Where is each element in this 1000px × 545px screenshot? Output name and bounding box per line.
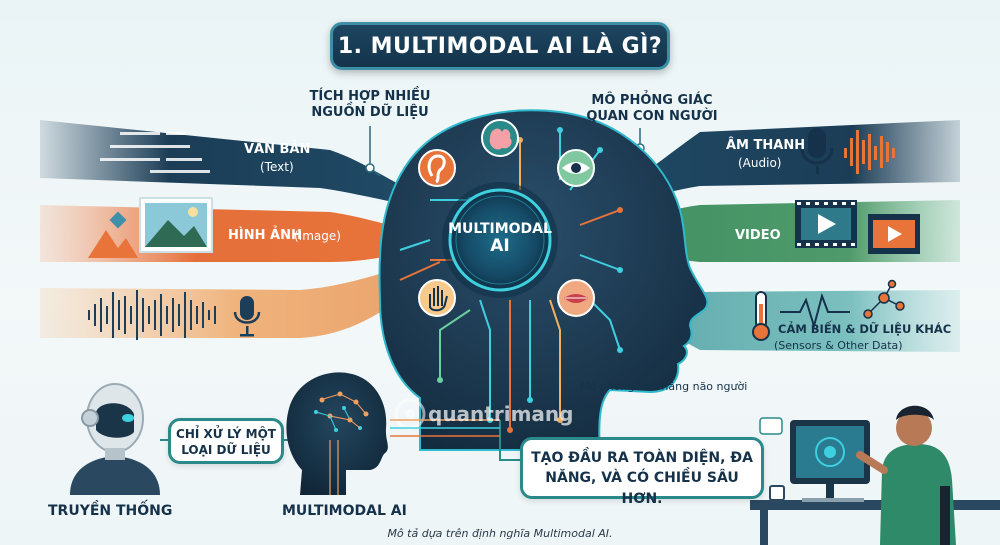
microphone-icon-audio — [800, 128, 834, 174]
page-title: 1. MULTIMODAL AI LÀ GÌ? — [330, 22, 670, 70]
footer-caption: Mô tả dựa trên định nghĩa Multimodal AI. — [387, 527, 613, 540]
mountain-icon — [88, 211, 138, 258]
brain-icon — [481, 119, 519, 157]
hand-icon — [418, 279, 456, 317]
eye-icon — [557, 149, 595, 187]
audio-label: ÂM THANH — [726, 138, 806, 153]
simulate-senses-label: MÔ PHỎNG GIÁC QUAN CON NGƯỜI — [586, 93, 718, 124]
core-label: MULTIMODAL AI — [448, 221, 552, 257]
audio-sublabel: (Audio) — [738, 156, 782, 170]
microphone-icon — [233, 296, 261, 337]
image-label: HÌNH ẢNH — [228, 228, 302, 243]
head-silhouette — [378, 109, 709, 451]
multimodal-ai-label: MULTIMODAL AI — [282, 503, 407, 519]
single-type-callout: CHỈ XỬ LÝ MỘT LOẠI DỮ LIỆU — [168, 418, 284, 464]
traditional-label: TRUYỀN THỐNG — [48, 503, 173, 519]
sensors-sublabel: (Sensors & Other Data) — [774, 339, 903, 352]
text-sublabel: (Text) — [260, 160, 294, 174]
multimodal-head-figure — [286, 372, 388, 495]
mouth-icon — [557, 279, 595, 317]
brain-simulation-caption: Mô phỏng khả năng não người — [580, 380, 748, 393]
thermometer-icon — [752, 291, 770, 341]
watermark-text: quantrimang — [428, 402, 574, 426]
output-callout: TẠO ĐẦU RA TOÀN DIỆN, ĐA NĂNG, VÀ CÓ CHI… — [520, 437, 764, 507]
audio-wave-icon — [844, 130, 895, 174]
audio-ribbon — [40, 258, 432, 338]
core-circle — [448, 188, 552, 292]
robot-figure — [70, 383, 160, 495]
integrate-label: TÍCH HỢP NHIỀU NGUỒN DỮ LIỆU — [309, 89, 431, 120]
pulse-line-icon — [780, 292, 850, 330]
video-film-icon-2 — [868, 214, 920, 254]
sensors-label: CẢM BIẾN & DỮ LIỆU KHÁC — [778, 322, 952, 336]
ear-icon — [418, 149, 456, 187]
text-lines-icon — [100, 132, 210, 173]
image-sublabel: (Image) — [294, 229, 341, 243]
output-connector — [499, 420, 520, 461]
text-label: VĂN BẢN — [244, 142, 311, 157]
text-ribbon — [40, 120, 410, 205]
sound-wave-icon — [88, 290, 216, 340]
network-nodes-icon — [863, 279, 905, 319]
image-ribbon — [40, 205, 430, 262]
video-label: VIDEO — [735, 228, 781, 243]
video-film-icon — [795, 200, 857, 248]
person-at-desk-figure — [750, 405, 1000, 545]
image-card-icon — [139, 197, 213, 253]
